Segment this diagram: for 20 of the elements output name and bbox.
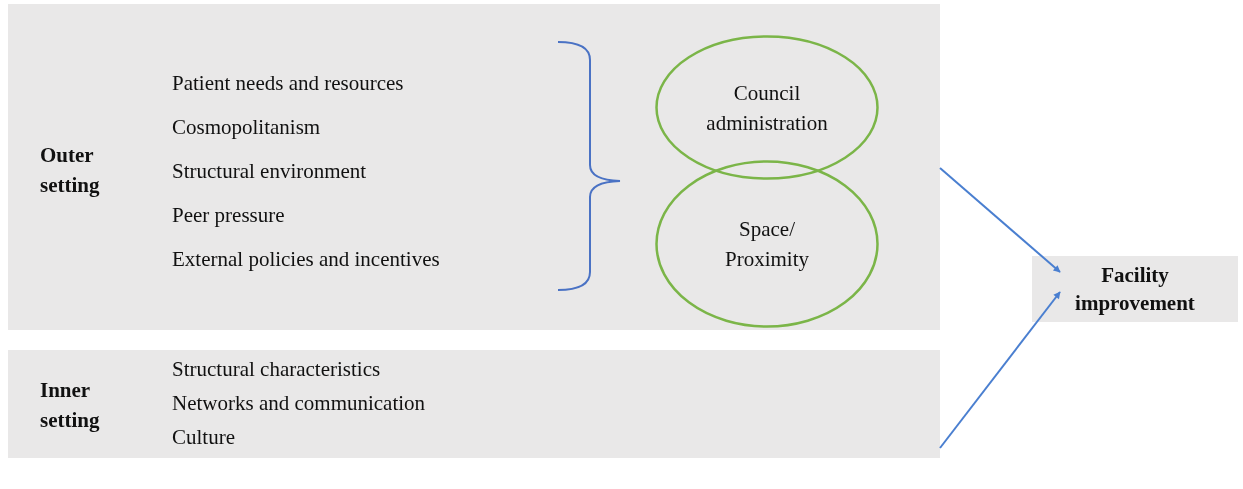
setting-band bbox=[8, 4, 940, 330]
arrow bbox=[939, 291, 1061, 449]
ellipse-node bbox=[655, 35, 879, 180]
group-heading: Outer setting bbox=[40, 142, 101, 199]
node-label: Facility improvement bbox=[1074, 262, 1196, 317]
factor-text: Culture bbox=[172, 424, 235, 450]
outcome-box bbox=[1032, 256, 1238, 322]
factor-text: Peer pressure bbox=[172, 202, 285, 228]
factor-text: Structural environment bbox=[172, 158, 367, 184]
node-label: Space/ Proximity bbox=[724, 216, 810, 273]
group-heading: Inner setting bbox=[40, 377, 101, 434]
ellipse-node bbox=[655, 160, 879, 328]
node-label: Council administration bbox=[705, 79, 829, 137]
factor-text: Structural characteristics bbox=[172, 356, 381, 382]
factor-text: Cosmopolitanism bbox=[172, 114, 321, 140]
factor-text: Networks and communication bbox=[172, 390, 426, 416]
setting-band bbox=[8, 350, 940, 458]
factor-text: External policies and incentives bbox=[172, 246, 440, 272]
factor-text: Patient needs and resources bbox=[172, 70, 404, 96]
arrow bbox=[939, 167, 1061, 273]
